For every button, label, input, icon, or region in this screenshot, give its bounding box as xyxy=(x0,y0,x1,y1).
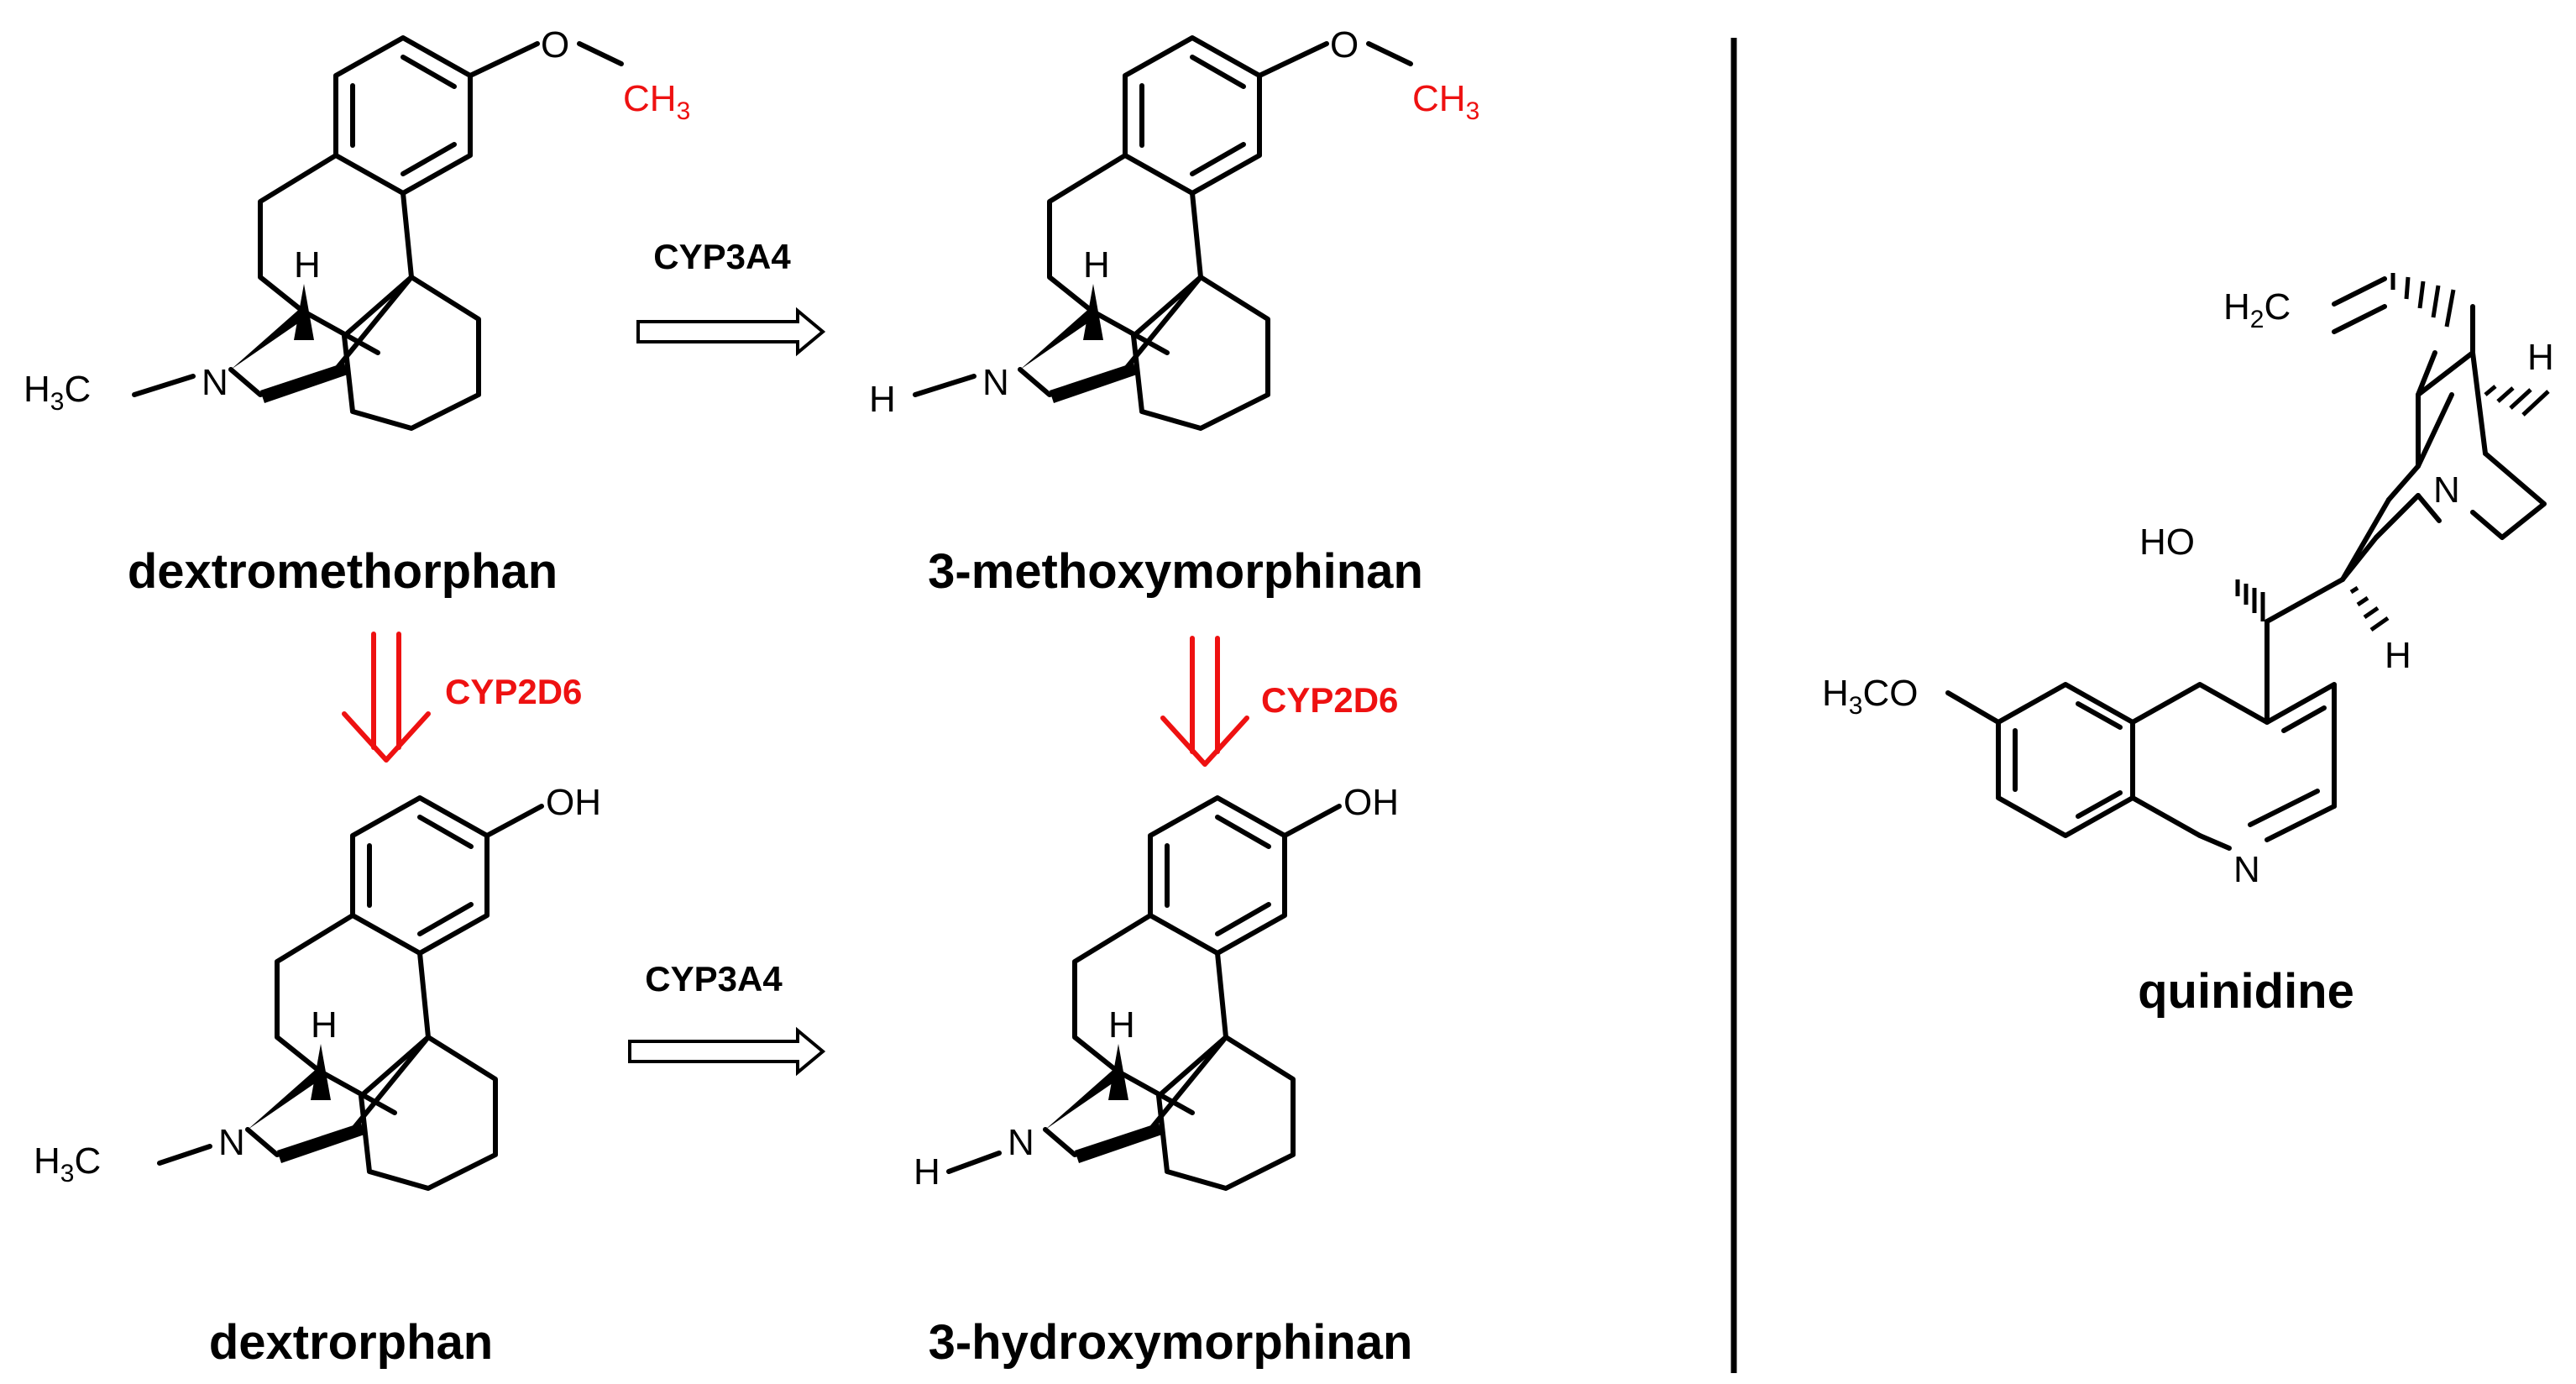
bridgehead-h-label: H xyxy=(311,1004,338,1046)
quinidine-structure: H2C H N HO H H3CO N xyxy=(1822,273,2554,890)
nitrogen-label: N xyxy=(202,362,228,403)
hydroxyl-label: OH xyxy=(546,782,601,823)
n-h-label: H xyxy=(914,1151,940,1193)
cyp2d6-arrow-right: CYP2D6 xyxy=(1160,636,1398,767)
n-h-label: H xyxy=(869,379,896,420)
oxygen-label: O xyxy=(541,24,569,66)
nitrogen-label: N xyxy=(1008,1122,1034,1163)
dextrorphan-structure: OH H N H3C xyxy=(34,782,601,1188)
cyp3a4-arrow-top: CYP3A4 xyxy=(636,237,826,357)
methoxymorphinan-name: 3-methoxymorphinan xyxy=(928,544,1423,599)
cyp2d6-arrow-left: CYP2D6 xyxy=(342,632,582,763)
dextrorphan-name: dextrorphan xyxy=(209,1315,493,1370)
nitrogen-label: N xyxy=(982,362,1009,403)
n-methyl-label: H3C xyxy=(24,369,91,416)
hydroxymorphinan-name: 3-hydroxymorphinan xyxy=(929,1315,1413,1370)
bridgehead-h-label: H xyxy=(1108,1004,1135,1046)
dextromethorphan-structure: O CH3 H N H3C xyxy=(24,24,690,428)
n-methyl-label: H3C xyxy=(34,1140,101,1187)
methoxymorphinan-structure: O CH3 H N H xyxy=(869,24,1479,428)
hydroxyl-label: HO xyxy=(2139,522,2195,563)
bridgehead-h-label: H xyxy=(2527,337,2554,378)
cyp2d6-label-left: CYP2D6 xyxy=(445,672,582,711)
bridgehead-h-label: H xyxy=(294,244,321,286)
methoxy-label: H3CO xyxy=(1822,673,1918,720)
bridgehead-h-label: H xyxy=(1083,244,1110,286)
quinuclidine-n-label: N xyxy=(2433,469,2460,511)
dextromethorphan-name: dextromethorphan xyxy=(128,544,558,599)
nitrogen-label: N xyxy=(218,1122,245,1163)
hydroxyl-label: OH xyxy=(1343,782,1399,823)
cyp3a4-arrow-bottom: CYP3A4 xyxy=(628,959,826,1077)
vinyl-ch2-label: H2C xyxy=(2223,286,2291,333)
cyp3a4-label-top: CYP3A4 xyxy=(653,237,791,276)
alpha-h-label: H xyxy=(2385,635,2411,676)
cyp2d6-label-right: CYP2D6 xyxy=(1261,680,1398,720)
hydroxymorphinan-structure: OH H N H xyxy=(914,782,1399,1193)
methyl-label: CH3 xyxy=(1412,78,1479,125)
quinoline-n-label: N xyxy=(2233,849,2260,890)
oxygen-label: O xyxy=(1330,24,1359,66)
methyl-label: CH3 xyxy=(623,78,690,125)
cyp3a4-label-bottom: CYP3A4 xyxy=(645,959,783,999)
quinidine-name: quinidine xyxy=(2138,964,2354,1019)
